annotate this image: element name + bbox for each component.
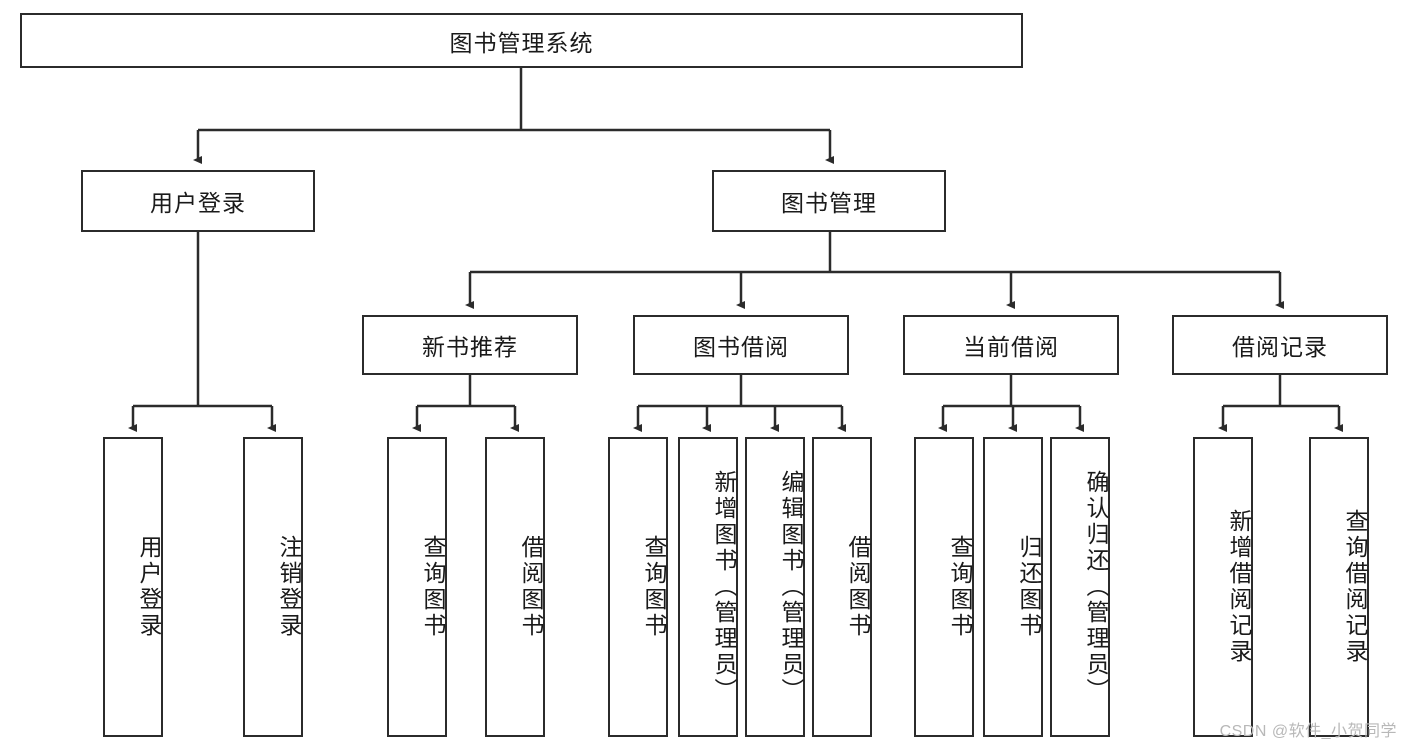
leaf-borrow-book-2[interactable]: 借阅图书 [812,437,872,737]
leaf-borrow-book-2-label: 借阅图书 [845,535,871,639]
leaf-query-book-3[interactable]: 查询图书 [914,437,974,737]
node-new-book-rec[interactable]: 新书推荐 [362,315,578,375]
leaf-return-book[interactable]: 归还图书 [983,437,1043,737]
leaf-logout[interactable]: 注销登录 [243,437,303,737]
leaf-query-record[interactable]: 查询借阅记录 [1309,437,1369,737]
node-book-borrow[interactable]: 图书借阅 [633,315,849,375]
leaf-add-record-label: 新增借阅记录 [1226,509,1252,665]
node-user-login-label: 用户登录 [150,190,246,216]
leaf-user-login-label: 用户登录 [136,535,162,639]
leaf-query-book-1-label: 查询图书 [420,535,446,639]
node-user-login[interactable]: 用户登录 [81,170,315,232]
leaf-borrow-book-1-label: 借阅图书 [518,535,544,639]
leaf-confirm-return-label: 确认归还（管理员） [1083,470,1109,704]
node-book-borrow-label: 图书借阅 [693,334,789,360]
leaf-edit-book[interactable]: 编辑图书（管理员） [745,437,805,737]
leaf-query-record-label: 查询借阅记录 [1342,509,1368,665]
leaf-borrow-book-1[interactable]: 借阅图书 [485,437,545,737]
leaf-add-book[interactable]: 新增图书（管理员） [678,437,738,737]
node-borrow-record[interactable]: 借阅记录 [1172,315,1388,375]
leaf-query-book-3-label: 查询图书 [947,535,973,639]
watermark: CSDN @软件_小贺同学 [1219,723,1397,740]
node-book-manage-label: 图书管理 [781,190,877,216]
leaf-query-book-2[interactable]: 查询图书 [608,437,668,737]
node-book-manage[interactable]: 图书管理 [712,170,946,232]
node-root-label: 图书管理系统 [449,29,594,56]
node-current-borrow[interactable]: 当前借阅 [903,315,1119,375]
leaf-confirm-return[interactable]: 确认归还（管理员） [1050,437,1110,737]
leaf-query-book-2-label: 查询图书 [641,535,667,639]
node-current-borrow-label: 当前借阅 [963,334,1059,360]
leaf-add-record[interactable]: 新增借阅记录 [1193,437,1253,737]
leaf-add-book-label: 新增图书（管理员） [711,470,737,704]
node-borrow-record-label: 借阅记录 [1232,334,1328,360]
leaf-logout-label: 注销登录 [276,535,302,639]
leaf-query-book-1[interactable]: 查询图书 [387,437,447,737]
leaf-return-book-label: 归还图书 [1016,535,1042,639]
leaf-edit-book-label: 编辑图书（管理员） [778,470,804,704]
node-new-book-rec-label: 新书推荐 [422,334,518,360]
node-root[interactable]: 图书管理系统 [20,13,1023,68]
leaf-user-login[interactable]: 用户登录 [103,437,163,737]
